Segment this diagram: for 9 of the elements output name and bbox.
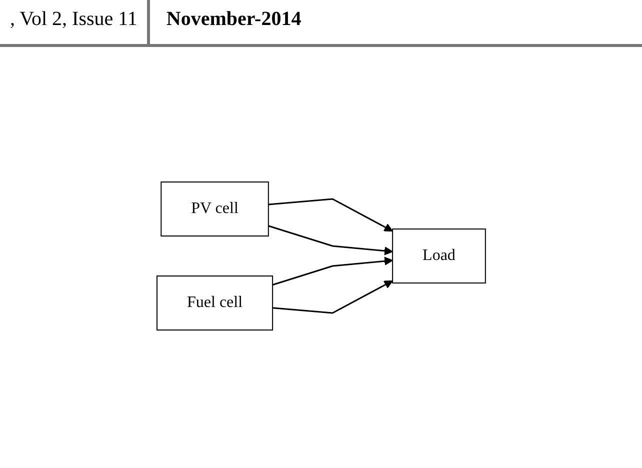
arrow [268, 225, 393, 256]
node-box: PV cell [160, 182, 269, 236]
arrow [272, 256, 393, 286]
arrow [272, 280, 393, 314]
node-box: Load [392, 228, 486, 284]
arrow [268, 198, 393, 232]
node-box: Fuel cell [156, 276, 273, 330]
journal-volume-text: , Vol 2, Issue 11 [9, 7, 138, 32]
issue-date-text: November-2014 [147, 0, 312, 44]
